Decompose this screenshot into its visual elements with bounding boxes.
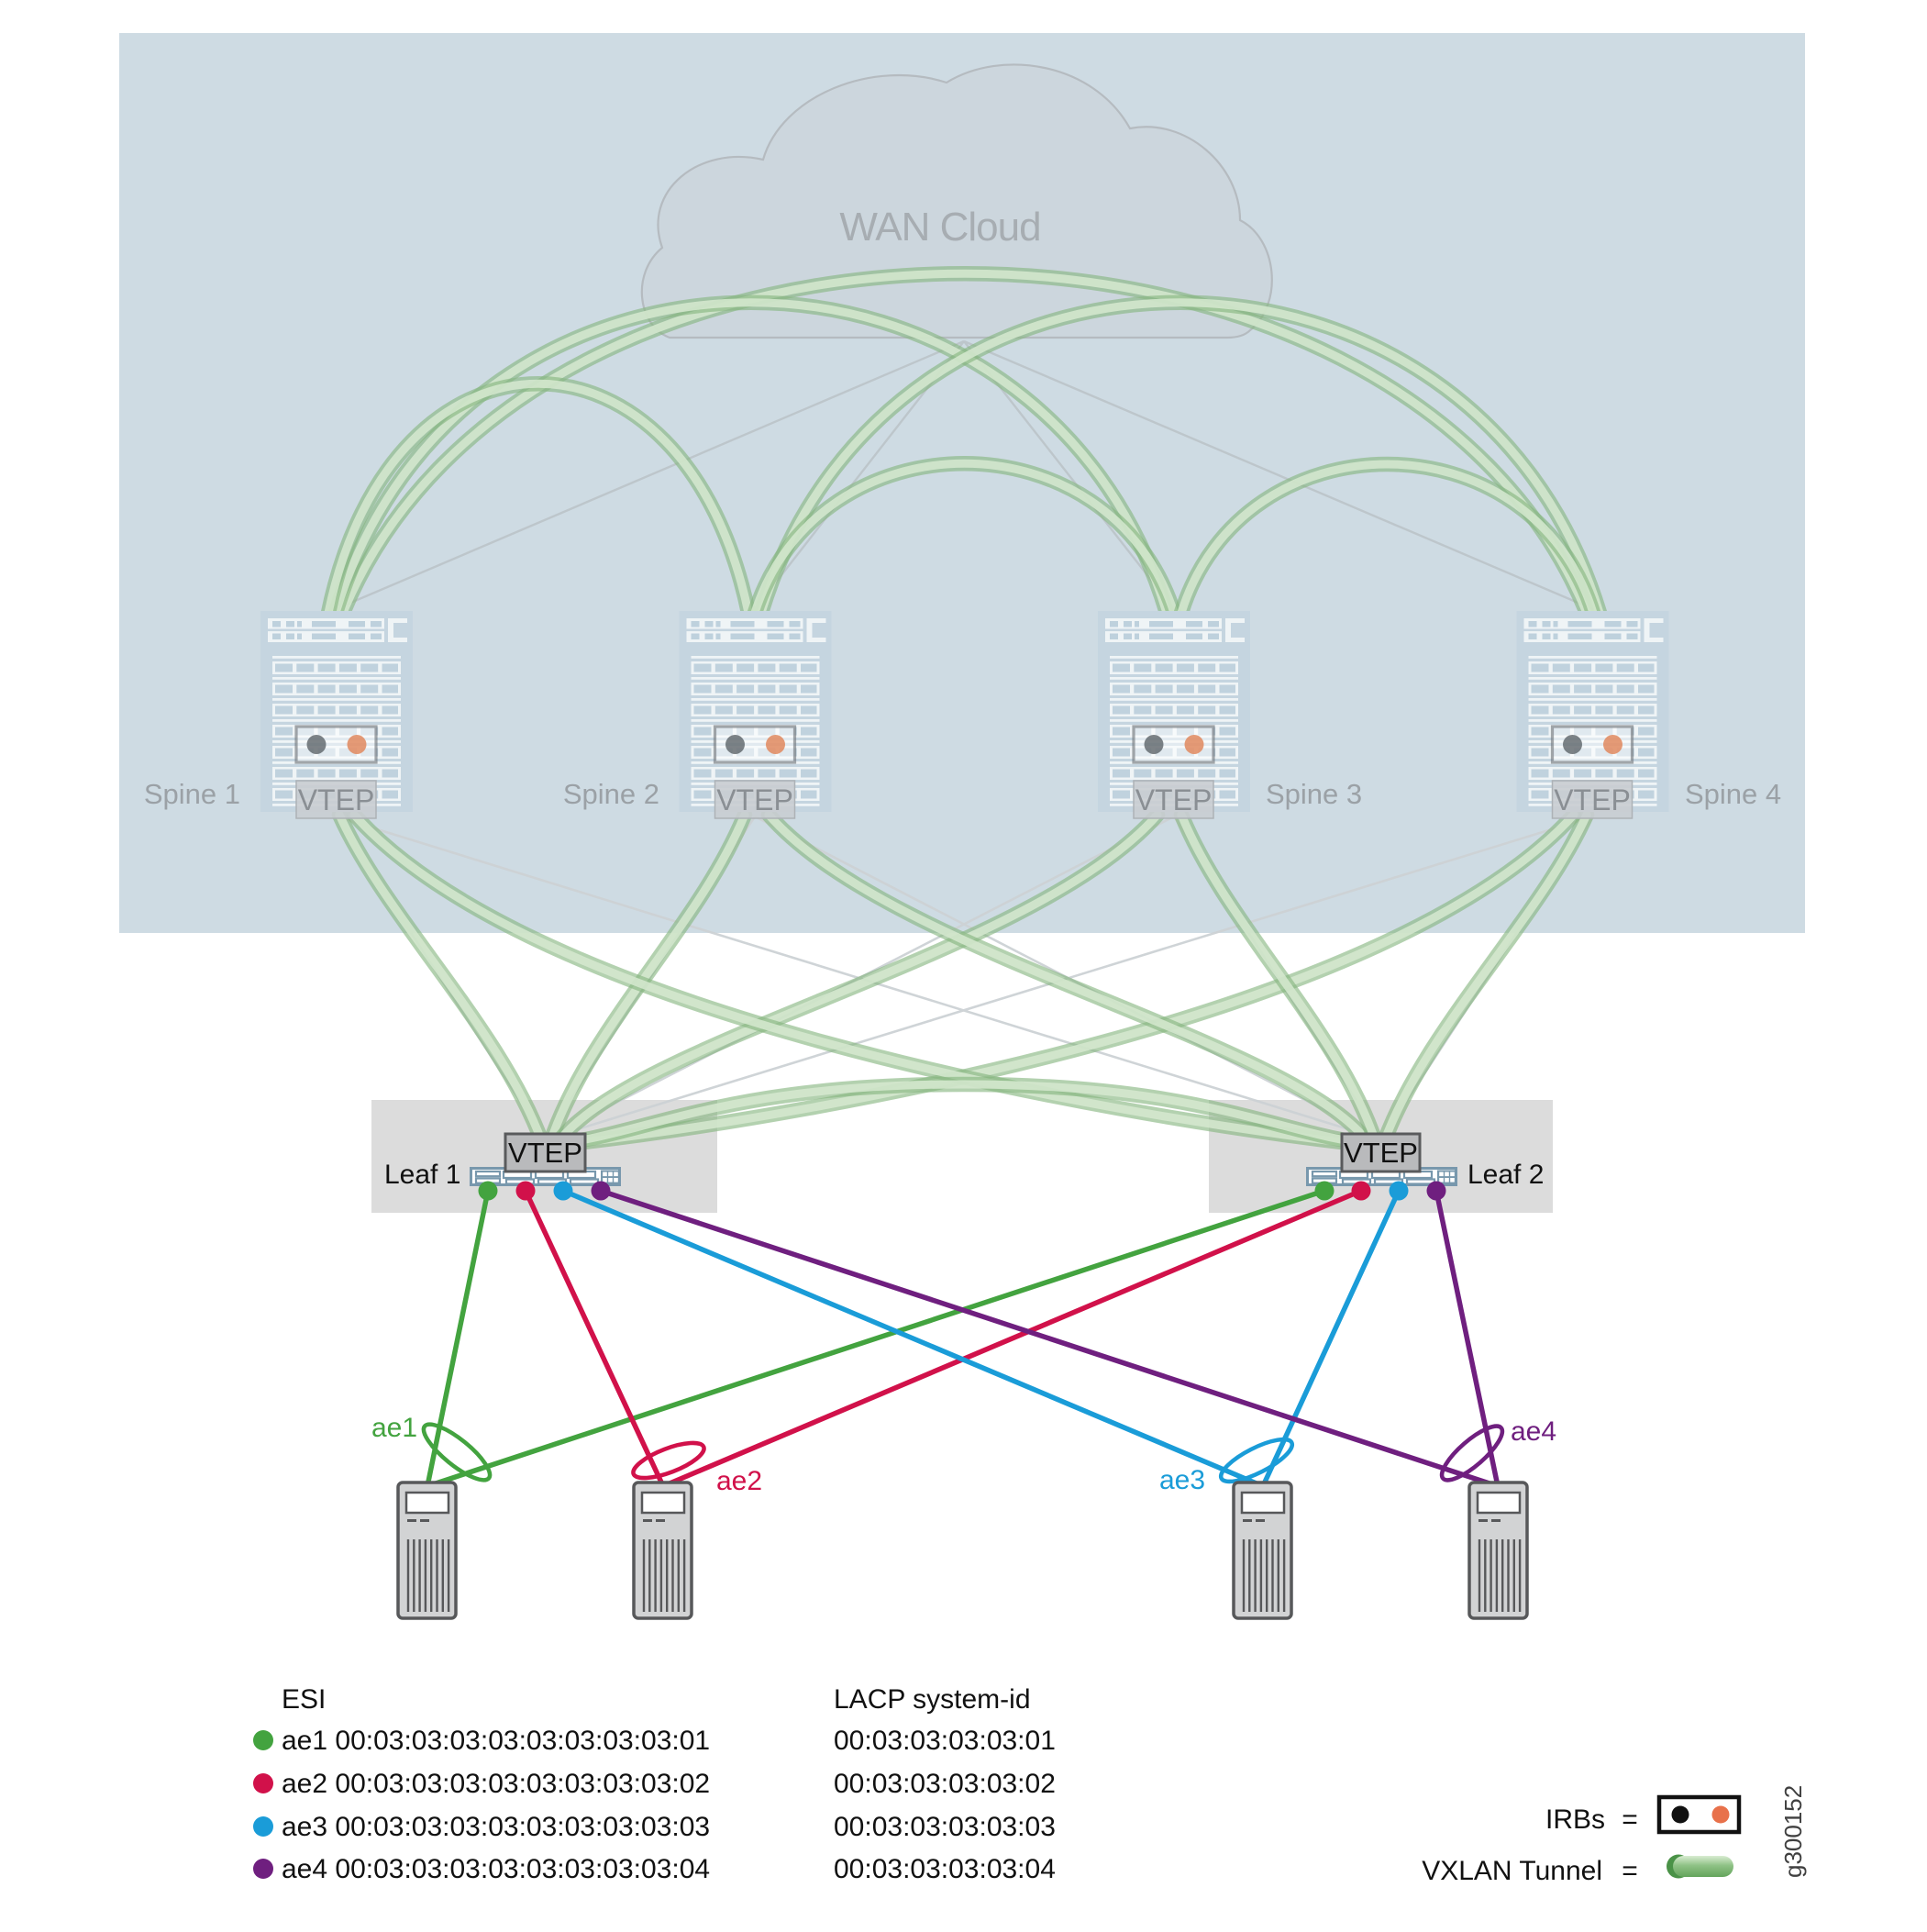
svg-text:Spine 3: Spine 3 <box>1266 778 1362 810</box>
svg-text:VTEP: VTEP <box>508 1137 582 1169</box>
svg-text:ae3: ae3 <box>1159 1465 1205 1495</box>
svg-text:ae1: ae1 <box>371 1413 417 1443</box>
svg-text:LACP system-id: LACP system-id <box>834 1684 1031 1715</box>
svg-text:=: = <box>1622 1856 1638 1886</box>
svg-text:ae2: ae2 <box>716 1466 762 1496</box>
svg-text:=: = <box>1622 1804 1638 1835</box>
svg-text:Leaf 1: Leaf 1 <box>384 1160 460 1190</box>
svg-text:ae4 00:03:03:03:03:03:03:03:03: ae4 00:03:03:03:03:03:03:03:03:04 <box>282 1854 710 1884</box>
svg-text:g300152: g300152 <box>1779 1785 1807 1878</box>
svg-text:00:03:03:03:03:01: 00:03:03:03:03:01 <box>834 1726 1056 1756</box>
svg-text:ae3 00:03:03:03:03:03:03:03:03: ae3 00:03:03:03:03:03:03:03:03:03 <box>282 1812 710 1842</box>
svg-text:00:03:03:03:03:03: 00:03:03:03:03:03 <box>834 1812 1056 1842</box>
svg-text:Spine 2: Spine 2 <box>563 778 659 810</box>
svg-text:WAN Cloud: WAN Cloud <box>839 205 1040 250</box>
svg-text:VXLAN Tunnel: VXLAN Tunnel <box>1422 1856 1602 1886</box>
svg-text:00:03:03:03:03:04: 00:03:03:03:03:04 <box>834 1854 1056 1884</box>
svg-text:ae4: ae4 <box>1511 1416 1556 1447</box>
svg-text:ESI: ESI <box>282 1684 326 1715</box>
svg-text:Spine 4: Spine 4 <box>1685 778 1781 810</box>
svg-text:00:03:03:03:03:02: 00:03:03:03:03:02 <box>834 1769 1056 1799</box>
svg-text:ae2 00:03:03:03:03:03:03:03:03: ae2 00:03:03:03:03:03:03:03:03:02 <box>282 1769 710 1799</box>
svg-text:ae1 00:03:03:03:03:03:03:03:03: ae1 00:03:03:03:03:03:03:03:03:01 <box>282 1726 710 1756</box>
svg-text:Spine 1: Spine 1 <box>144 778 240 810</box>
svg-text:IRBs: IRBs <box>1545 1804 1605 1835</box>
svg-text:VTEP: VTEP <box>1344 1137 1418 1169</box>
svg-text:Leaf 2: Leaf 2 <box>1467 1160 1544 1190</box>
